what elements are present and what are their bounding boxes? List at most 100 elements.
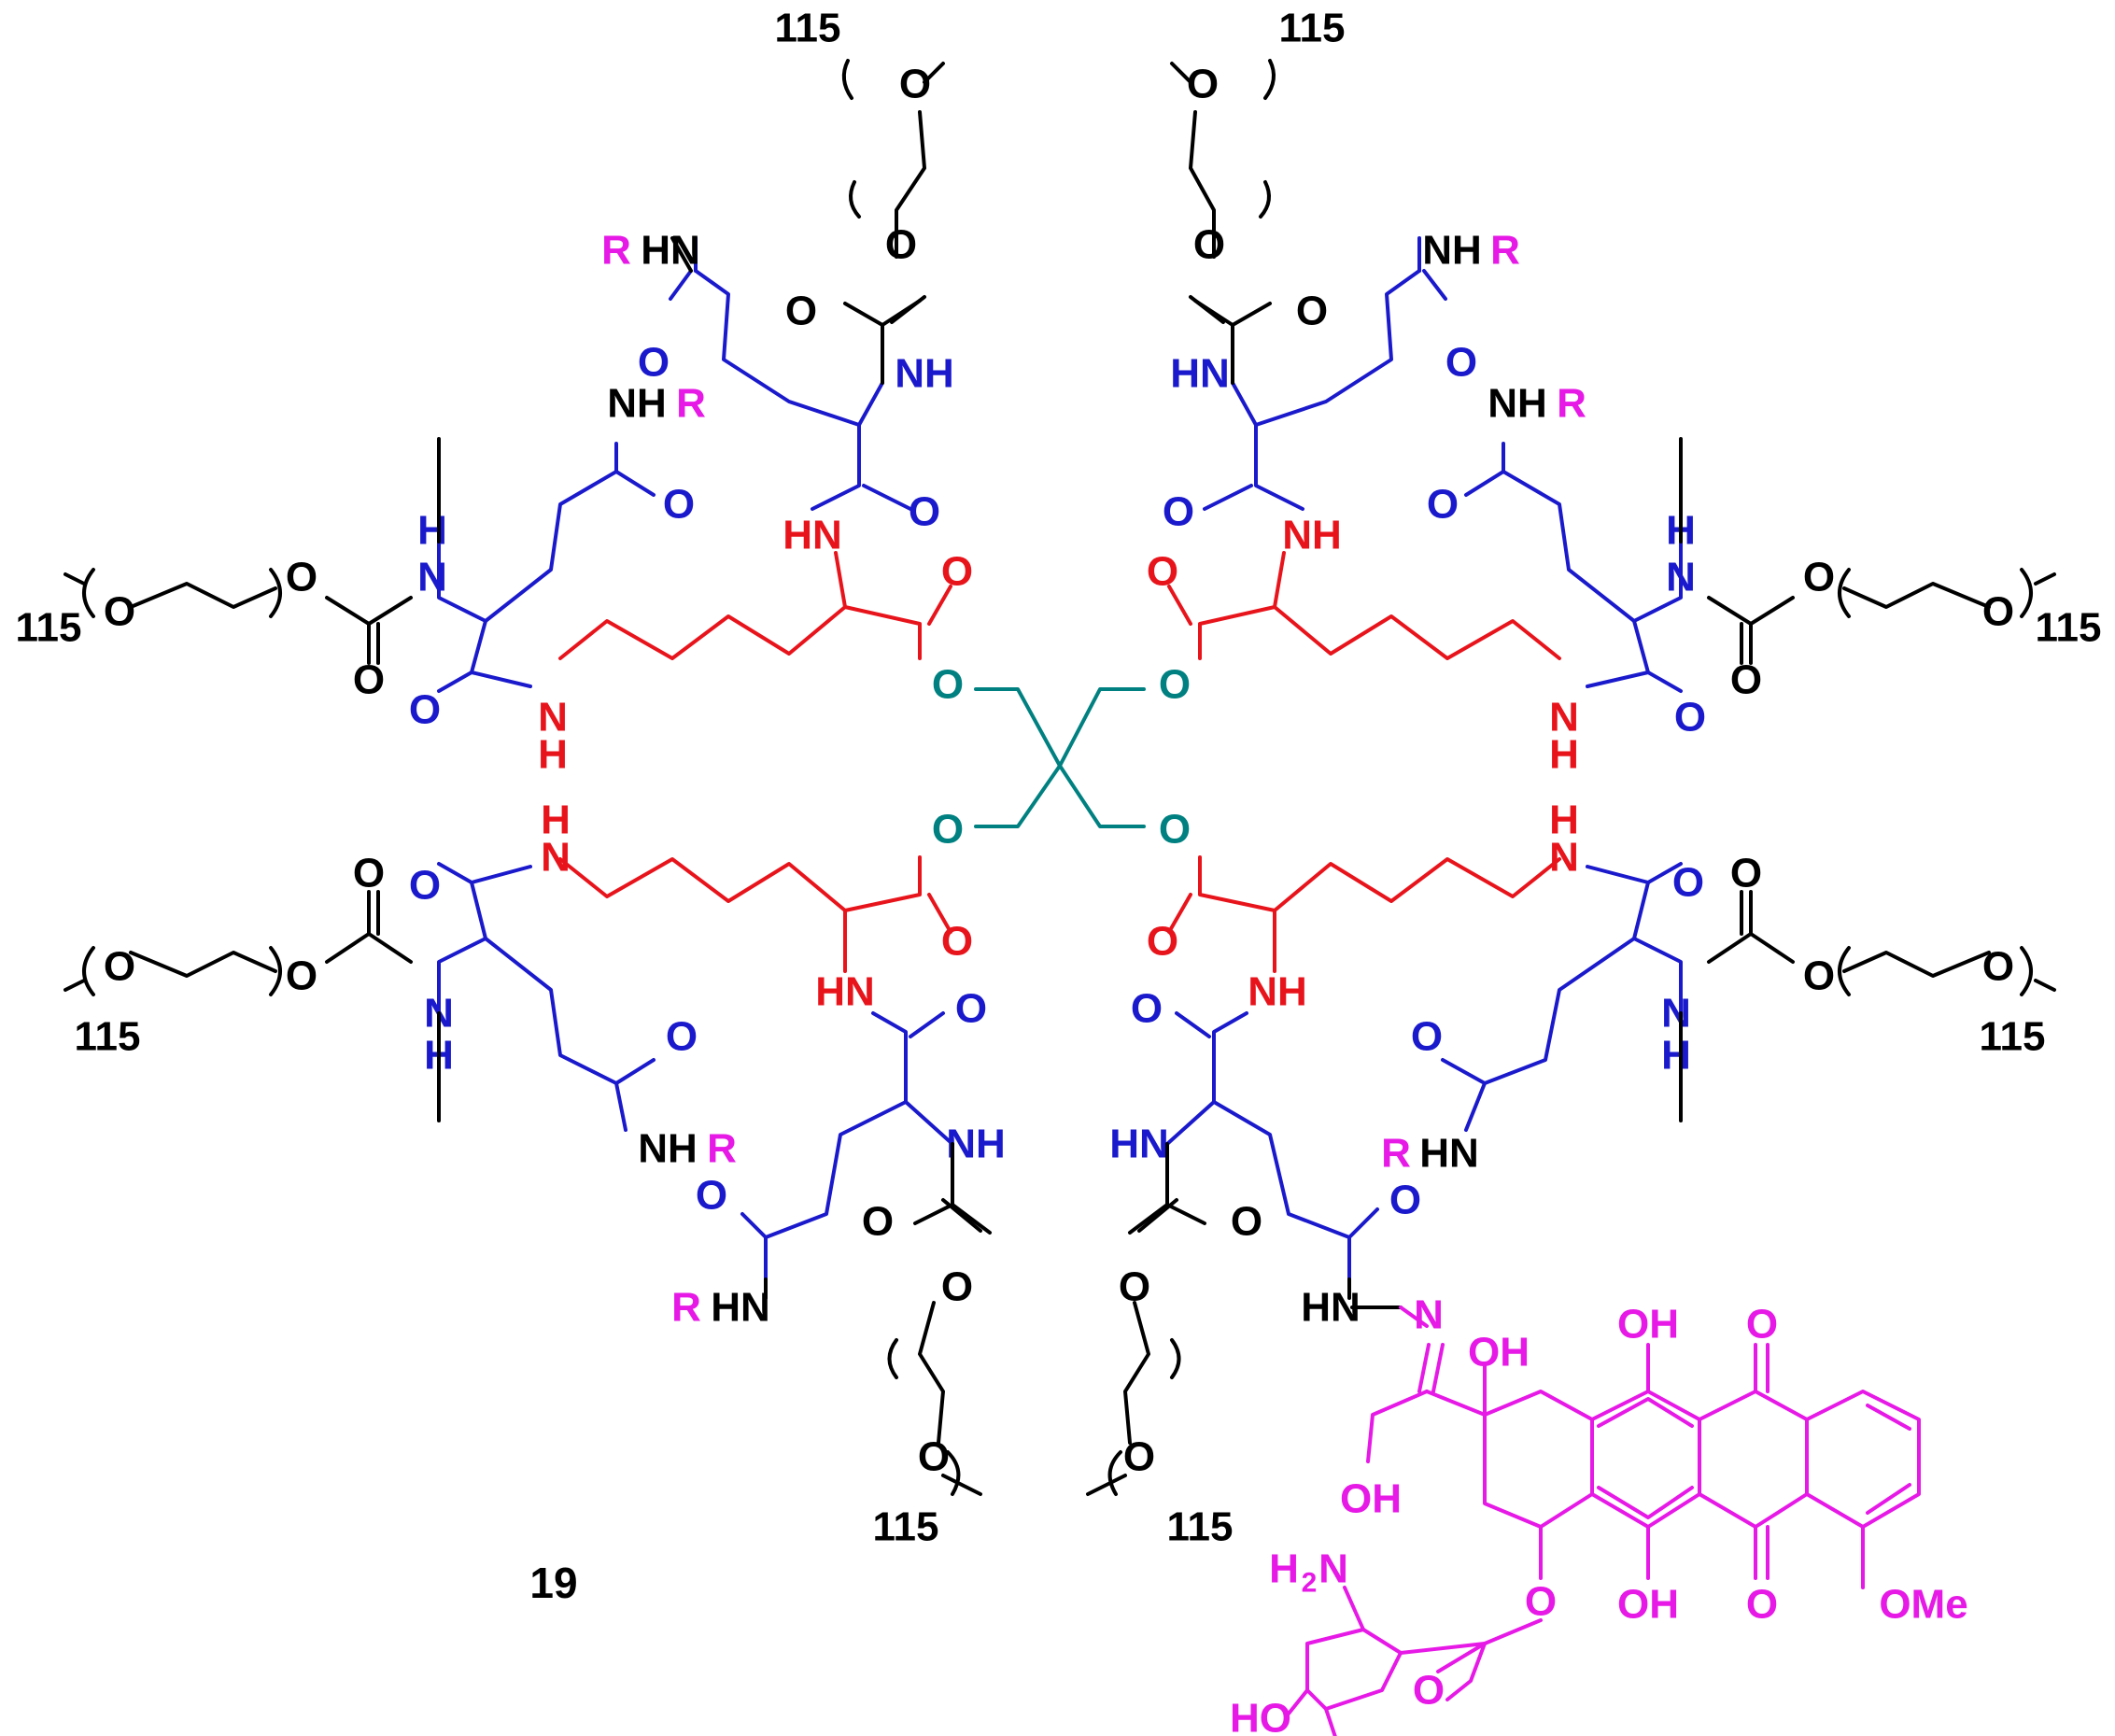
glu-carbamate-nh-ul-inner: NH [895, 351, 954, 397]
c11-hydroxyl-top: OH [1617, 1302, 1679, 1348]
glu-amide-o-lr-inner: O [1131, 986, 1163, 1032]
r-group-ul-inner: R [601, 228, 631, 274]
carbamate-ester-o-lr-inner: O [1119, 1264, 1150, 1310]
quinone-o-bottom: O [1746, 1582, 1778, 1628]
lys-alpha-nh-lr: NH [1248, 969, 1307, 1015]
r-group-ll-outer: R [707, 1126, 737, 1172]
glu-sidechain-o-ul-outer: O [663, 482, 695, 528]
methoxy-group: OMe [1879, 1582, 1967, 1628]
core-ester-oxygen-bottom-right: O [1159, 807, 1191, 853]
peg-ether-o-lr-outer: O [1982, 944, 2014, 990]
peg-ether-o-ul-outer: O [104, 589, 135, 635]
glycosidic-o: O [1525, 1579, 1557, 1625]
amide-nh-ul-outer: NH [607, 381, 667, 427]
peg-ether-o-ur-outer: O [1982, 589, 2014, 635]
glu-carbamate-h-ul-outer: H [417, 508, 447, 554]
glu-sidechain-o-ur-inner: O [1445, 340, 1477, 386]
amine-n: N [1318, 1546, 1348, 1592]
glu-sidechain-o-lr-outer: O [1411, 1014, 1443, 1060]
r-group-ur-outer: R [1557, 381, 1586, 427]
lys-alpha-nh-ur: NH [1282, 513, 1342, 558]
hydrazone-n: N [1414, 1292, 1444, 1338]
glu-sidechain-o-ll-inner: O [696, 1173, 727, 1219]
lys-epsilon-h-lr: H [1549, 797, 1579, 843]
lys-epsilon-h-ur: H [1549, 732, 1579, 778]
peg-repeat-115-lr-inner: 115 [1167, 1504, 1234, 1550]
carbamate-ester-o-ul-outer: O [286, 555, 317, 600]
peg-ether-o-ll-outer: O [104, 944, 135, 990]
peg-repeat-115-ur-outer: 115 [2036, 605, 2102, 651]
glu-amide-o-ul-inner: O [909, 489, 940, 535]
glu-carbamate-h-lr-outer: H [1661, 1033, 1691, 1079]
carbamate-ester-o-ur-inner: O [1193, 222, 1225, 268]
peg-repeat-115-ul-outer: 115 [16, 605, 82, 651]
c6-hydroxyl-bottom: OH [1617, 1582, 1679, 1628]
carbamate-oxo-ll-outer: O [353, 851, 385, 896]
glutamate-units [437, 236, 1683, 1281]
glu-amide-o-lr-outer: O [1672, 860, 1704, 906]
glu-carbamate-n-ur-outer: N [1666, 555, 1696, 600]
carbamate-ester-o-ll-outer: O [286, 953, 317, 999]
glu-carbamate-n-ul-outer: N [417, 555, 447, 600]
glu-sidechain-o-ll-outer: O [666, 1014, 698, 1060]
doxorubicin-moiety [1287, 1306, 1921, 1736]
glu-sidechain-o-ul-inner: O [638, 340, 670, 386]
core-ester-oxygen-bottom-left: O [932, 807, 964, 853]
lys-epsilon-n-ul: N [538, 695, 568, 741]
peg-repeat-115-ll-inner: 115 [873, 1504, 939, 1550]
amide-hn-ll-inner: HN [711, 1285, 770, 1331]
carbamate-oxo-lr-outer: O [1730, 851, 1762, 896]
peg-repeat-115-ul-inner: 115 [775, 6, 841, 51]
lys-carbonyl-o-ul: O [941, 549, 973, 595]
carbamate-oxo-lr-inner: O [1231, 1199, 1262, 1245]
r-group-ll-inner: R [671, 1285, 701, 1331]
lys-carbonyl-o-ur: O [1147, 549, 1178, 595]
glu-amide-o-ul-outer: O [409, 687, 441, 733]
c9-hydroxyl: OH [1468, 1330, 1530, 1376]
lys-carbonyl-o-ll: O [941, 919, 973, 965]
lys-epsilon-n-ur: N [1549, 695, 1579, 741]
sugar-ring-o: O [1413, 1668, 1445, 1714]
peg-and-carbamate-bonds [63, 59, 2056, 1496]
glu-amide-o-ll-outer: O [409, 863, 441, 909]
amide-nh-ur-outer: NH [1488, 381, 1547, 427]
core-ester-oxygen-top-right: O [1159, 662, 1191, 708]
carbamate-ester-o-lr-outer: O [1803, 953, 1835, 999]
sugar-hydroxyl: HO [1230, 1696, 1291, 1736]
lys-alpha-hn-ll: HN [815, 969, 875, 1015]
glu-carbamate-hn-ur-inner: HN [1170, 351, 1230, 397]
lys-epsilon-h-ll: H [541, 797, 571, 843]
glu-carbamate-hn-lr-inner: HN [1109, 1122, 1169, 1167]
quinone-o-top: O [1746, 1302, 1778, 1348]
lys-alpha-nh-ul: HN [783, 513, 842, 558]
peg-repeat-115-ll-outer: 115 [75, 1014, 141, 1060]
amide-hn-ul-inner: HN [641, 228, 700, 274]
r-group-ul-outer: R [676, 381, 706, 427]
amine-h: H [1269, 1546, 1299, 1592]
lys-epsilon-n-lr: N [1549, 835, 1579, 881]
lys-carbonyl-o-lr: O [1147, 919, 1178, 965]
c14-hydroxyl: OH [1340, 1476, 1402, 1522]
carbamate-oxo-ul-inner: O [785, 289, 817, 334]
glu-sidechain-o-lr-inner: O [1389, 1178, 1421, 1223]
r-group-lr-outer: R [1381, 1131, 1411, 1177]
amine-subscript-2: 2 [1302, 1568, 1318, 1599]
glu-amide-o-ll-inner: O [955, 986, 987, 1032]
peg-ether-o-lr-inner: O [1123, 1434, 1155, 1480]
glu-carbamate-nh-ll-inner: NH [946, 1122, 1006, 1167]
carbamate-oxo-ul-outer: O [353, 657, 385, 703]
carbamate-ester-o-ll-inner: O [941, 1264, 973, 1310]
peg-ether-o-ur-inner: O [1187, 62, 1219, 107]
peg-ether-o-ul-inner: O [899, 62, 931, 107]
glu-amide-o-ur-outer: O [1674, 695, 1706, 741]
lys-epsilon-h-ul: H [538, 732, 568, 778]
r-group-ur-inner: R [1490, 228, 1520, 274]
carbamate-ester-o-ul-inner: O [885, 222, 917, 268]
carbamate-oxo-ur-outer: O [1730, 657, 1762, 703]
glu-sidechain-o-ur-outer: O [1427, 482, 1459, 528]
glu-amide-o-ur-inner: O [1163, 489, 1194, 535]
carbamate-ester-o-ur-outer: O [1803, 555, 1835, 600]
hydrazide-hn: HN [1301, 1285, 1361, 1331]
lys-epsilon-n-ll: N [541, 835, 571, 881]
